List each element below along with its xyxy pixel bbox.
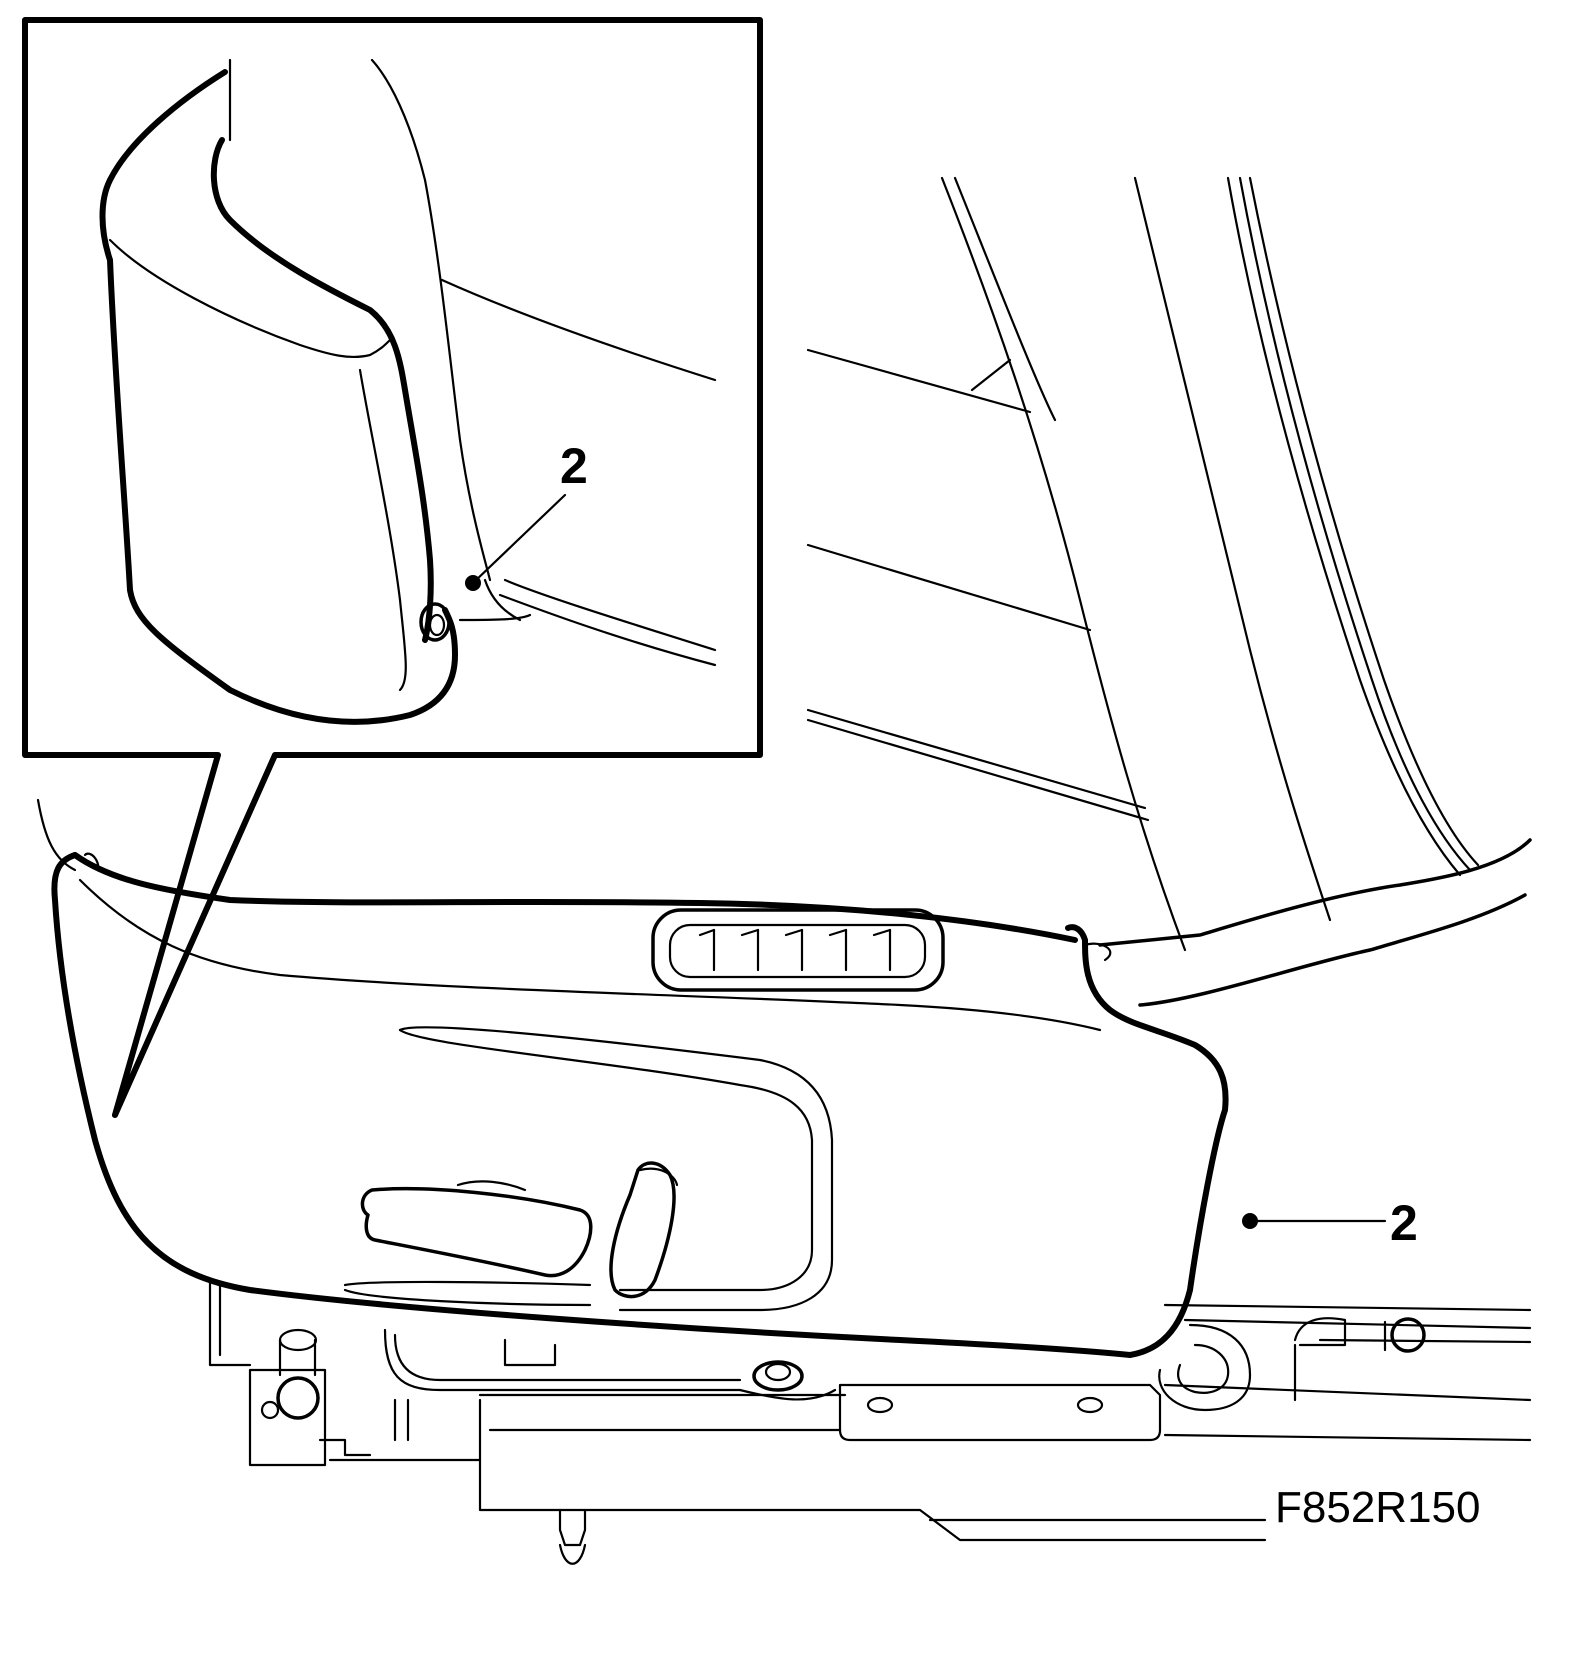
callout-main: 2 (1242, 1195, 1418, 1251)
callout-label-inset: 2 (560, 438, 588, 494)
callout-inset: 2 (465, 438, 588, 591)
seat-rail-mechanism (208, 1278, 1532, 1565)
callout-label-main: 2 (1390, 1195, 1418, 1251)
seat-side-cover (51, 852, 1229, 1358)
callout-dot (465, 575, 481, 591)
callout-dot (1242, 1213, 1258, 1229)
seat-backrest (806, 176, 1532, 1007)
detail-inset (22, 17, 763, 1118)
figure-id: F852R150 (1275, 1483, 1480, 1532)
